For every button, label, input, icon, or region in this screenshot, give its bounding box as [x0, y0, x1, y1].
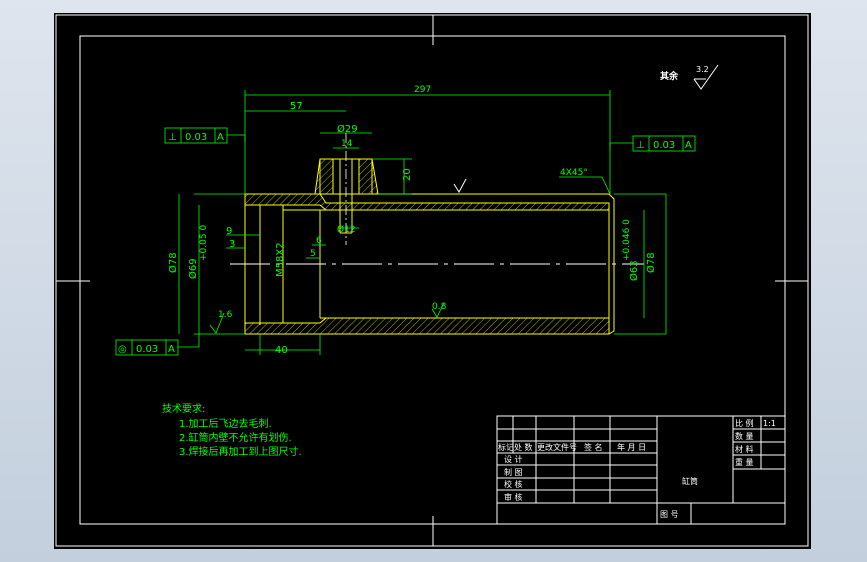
rev-header-date: 年 月 日 [617, 442, 646, 452]
technical-notes: 技术要求: 1.加工后飞边去毛刺. 2.缸筒内壁不允许有划伤. 3.焊接后再加工… [162, 402, 302, 458]
dim-d29: Ø29 [337, 123, 358, 135]
dim-od-right: Ø78 [645, 252, 657, 273]
roughness-marks: 1.6 0.8 [209, 178, 467, 334]
qty-label: 数 量 [735, 431, 754, 441]
dim-9: 9 [226, 226, 232, 237]
dim-5: 5 [310, 249, 316, 259]
dim-overall: 297 [414, 85, 431, 95]
gdt-concentric-value: 0.03 [136, 344, 158, 355]
default-roughness: 其余 3.2 [660, 64, 719, 90]
rev-header-mark: 标记 [498, 442, 514, 452]
drawing-canvas: 其余 3.2 [55, 14, 809, 547]
weight-label: 重 量 [735, 457, 754, 467]
dim-d12: Ø12 [337, 224, 356, 235]
dim-od-left: Ø78 [167, 252, 179, 273]
dim-6: 6 [316, 236, 322, 246]
dim-bore-left: Ø69 [187, 258, 199, 279]
dim-bore-right-tol: +0.046 0 [622, 219, 632, 261]
role-draw: 制 图 [504, 467, 523, 477]
role-design: 设 计 [504, 454, 523, 464]
dim-thread: M58X2 [275, 242, 286, 277]
scale-label: 比 例 [735, 418, 754, 428]
cylinder-section [230, 133, 644, 335]
note-2: 2.缸筒内壁不允许有划伤. [179, 431, 292, 444]
dim-bore-right: Ø63 [628, 260, 640, 281]
dim-57: 57 [290, 101, 303, 112]
gdt-concentric: ◎ 0.03 A [115, 323, 200, 356]
rev-header-doc: 更改文件号 [537, 442, 577, 452]
gdt-concentric-symbol: ◎ [118, 344, 127, 355]
dimension-lines [178, 90, 667, 355]
rev-header-sign: 签 名 [584, 442, 603, 452]
dim-bore-left-tol: +0.05 0 [199, 225, 209, 261]
gdt-perp-right-symbol: ⊥ [636, 140, 645, 151]
rough-left-value: 1.6 [218, 310, 233, 320]
gdt-perp-left-symbol: ⊥ [168, 132, 177, 143]
note-1: 1.加工后飞边去毛刺. [179, 418, 272, 430]
gdt-concentric-datum: A [168, 344, 175, 355]
gdt-perp-right-value: 0.03 [653, 140, 675, 151]
material-label: 材 料 [735, 444, 754, 454]
dim-chamfer: 4X45° [560, 168, 588, 178]
dim-14: 14 [341, 139, 353, 149]
gdt-perp-left-value: 0.03 [185, 132, 207, 143]
rough-mid-value: 0.8 [432, 302, 447, 312]
gdt-perp-left: ⊥ 0.03 A [164, 127, 246, 144]
rev-header-count: 处 数 [514, 442, 533, 452]
gdt-perp-right-datum: A [685, 140, 692, 151]
dim-20: 20 [402, 168, 413, 181]
part-name: 缸筒 [682, 476, 698, 486]
drawing-no-label: 图 号 [660, 510, 679, 519]
centering-marks [56, 15, 808, 546]
gdt-perp-right: ⊥ 0.03 A [609, 135, 696, 152]
role-check: 校 核 [504, 479, 523, 489]
title-block: 标记 处 数 更改文件号 签 名 年 月 日 设 计 制 图 校 核 审 核 缸… [496, 415, 786, 525]
cad-viewport[interactable]: 其余 3.2 [54, 13, 811, 549]
dim-40: 40 [275, 345, 288, 356]
notes-title: 技术要求: [162, 402, 205, 415]
roughness-label: 其余 [660, 70, 679, 82]
note-3: 3.焊接后再加工到上图尺寸. [179, 445, 302, 458]
dim-3: 3 [229, 239, 235, 250]
role-approve: 审 核 [504, 492, 523, 502]
gdt-perp-left-datum: A [217, 132, 224, 143]
roughness-value: 3.2 [696, 65, 709, 74]
scale-value: 1:1 [763, 419, 776, 428]
